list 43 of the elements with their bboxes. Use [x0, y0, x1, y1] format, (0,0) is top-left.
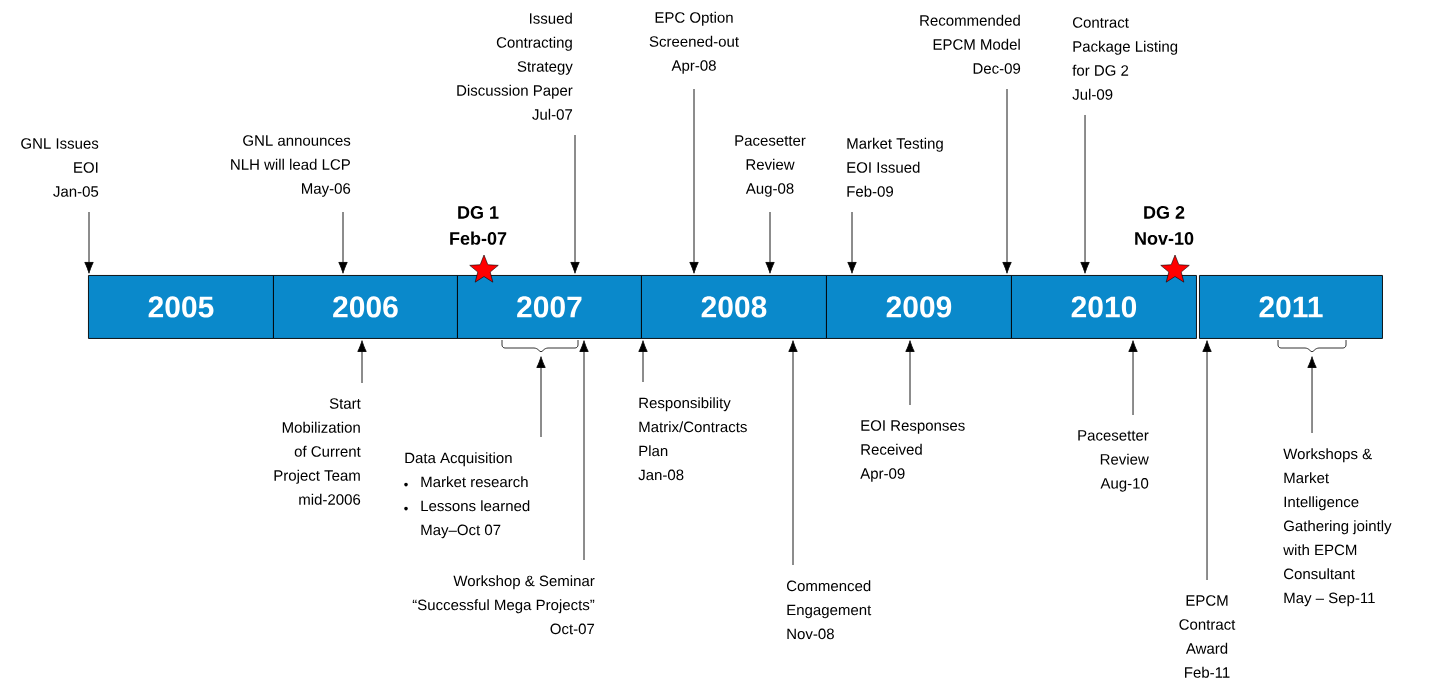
event-label: Workshop & Seminar “Successful Mega Projects” Oct-07	[412, 575, 595, 635]
event-label: Workshops & Market Intelligence Gathering jointly with EPCM Consultant May – Sep-11	[1283, 448, 1392, 607]
event-label: GNL Issues EOI Jan-05	[21, 138, 99, 197]
arrow	[1202, 340, 1212, 581]
event-label: EPCM Contract Award Feb-11	[1179, 595, 1236, 678]
year-box: 2011	[1199, 275, 1383, 339]
arrow	[357, 340, 367, 384]
arrow	[1002, 88, 1012, 274]
milestone-label: DG 1 Feb-07	[450, 206, 507, 245]
arrow	[1080, 114, 1090, 274]
arrow	[905, 340, 915, 406]
event-label: Recommended EPCM Model Dec-09	[920, 14, 1021, 74]
arrow	[765, 211, 775, 274]
year-box: 2006	[273, 275, 458, 339]
event-label: Start Mobilization of Current Project Team mid-2006	[274, 398, 361, 505]
year-box: 2008	[641, 275, 827, 339]
year-box: 2005	[88, 275, 274, 339]
arrow	[1307, 356, 1317, 434]
event-label: GNL announces NLH will lead LCP May-06	[231, 135, 351, 197]
event-label: EPC Option Screened-out Apr-08	[649, 11, 739, 74]
year-box: 2010	[1011, 275, 1197, 339]
arrow	[847, 211, 857, 274]
arrow	[579, 340, 589, 561]
arrow	[1128, 340, 1138, 416]
event-label: Pacesetter Review Aug-10	[1078, 430, 1149, 492]
arrow	[788, 340, 798, 566]
event-label: Contract Package Listing for DG 2 Jul-09	[1072, 17, 1178, 100]
event-label: Market Testing EOI Issued Feb-09	[847, 137, 943, 197]
arrow	[338, 211, 348, 274]
arrow	[638, 340, 648, 383]
event-label: Data Acquisition Market research Lessons learned May–Oct 07	[404, 452, 530, 539]
event-label: EOI Responses Received Apr-09	[860, 420, 965, 482]
arrow	[536, 356, 546, 438]
event-label: Pacesetter Review Aug-08	[735, 135, 806, 197]
event-label: Responsibility Matrix/Contracts Plan Jan-08	[638, 397, 747, 481]
event-label: Commenced Engagement Nov-08	[787, 580, 872, 640]
year-box: 2007	[457, 275, 642, 339]
arrow	[84, 211, 94, 274]
year-box: 2009	[826, 275, 1012, 339]
milestone-label: DG 2 Nov-10	[1135, 206, 1194, 245]
arrow	[689, 88, 699, 274]
event-label: Issued Contracting Strategy Discussion Paper Jul-07	[457, 12, 573, 120]
arrow	[570, 134, 580, 274]
